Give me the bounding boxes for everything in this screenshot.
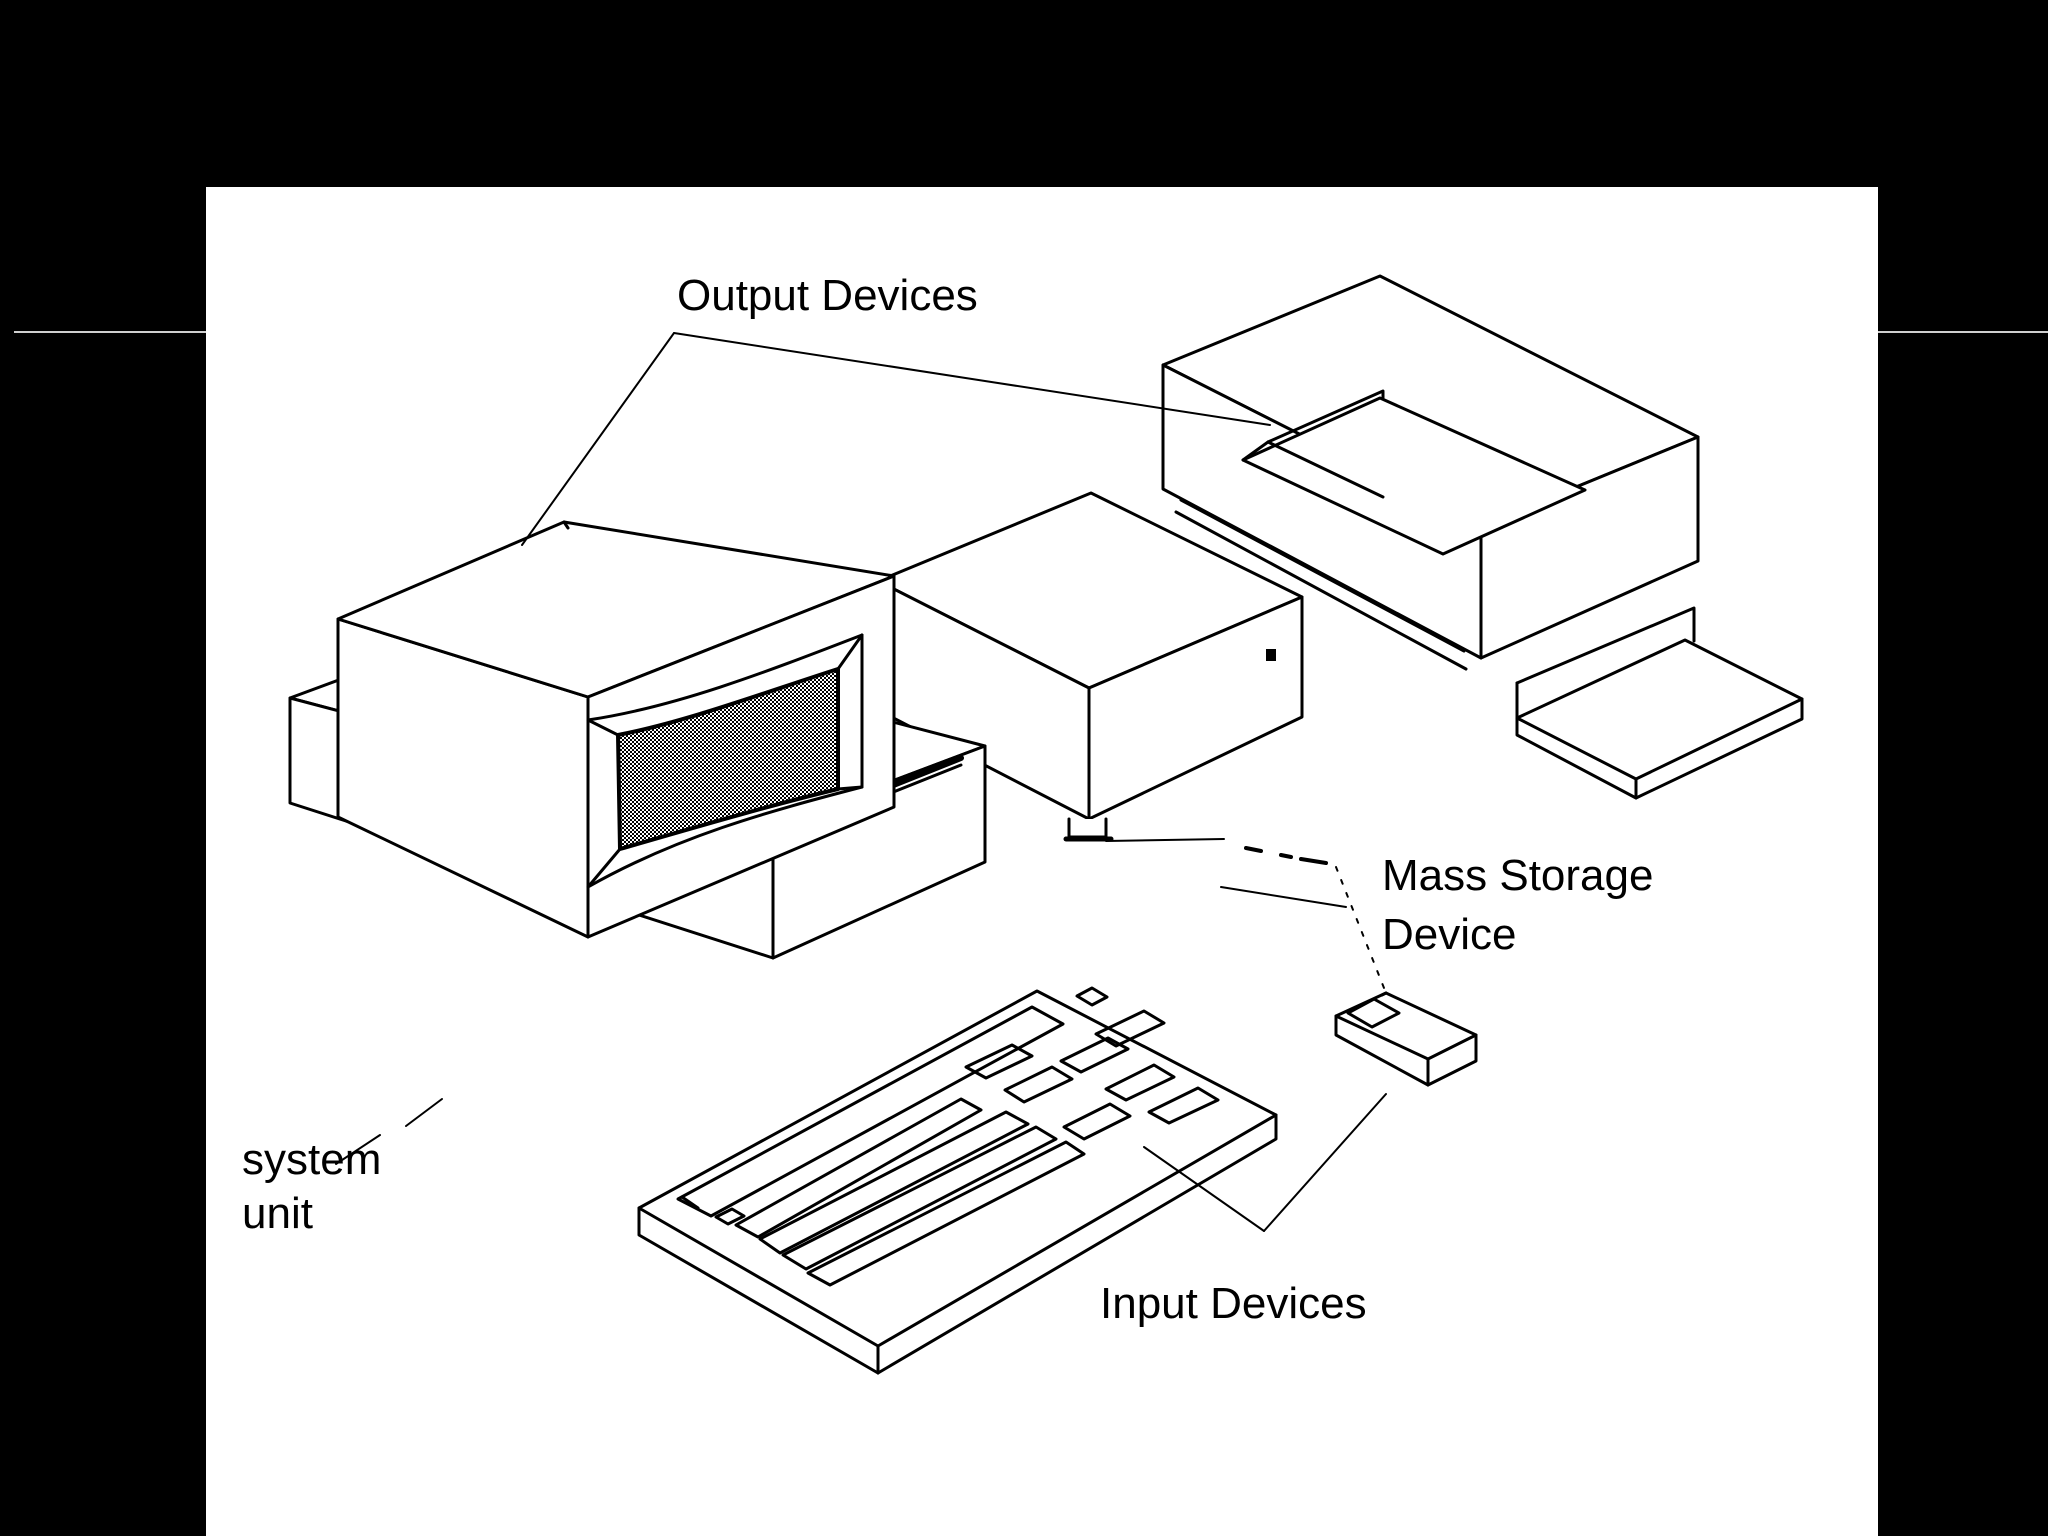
system-unit-label-line2: unit: [242, 1189, 313, 1238]
mass-storage-label-line2: Device: [1382, 910, 1517, 959]
divider-line-right: [1878, 331, 2048, 333]
system-unit-label-line1: system: [242, 1135, 382, 1184]
leader-output-monitor: [521, 332, 675, 546]
mass-storage-label-line1: Mass Storage: [1382, 851, 1654, 900]
leader-input-keyboard: [1143, 1146, 1265, 1232]
printer: [1161, 274, 1804, 800]
monitor: [336, 520, 896, 939]
input-devices-label: Input Devices: [1100, 1279, 1367, 1328]
leader-lines: [335, 332, 1387, 1232]
leader-input-mouse: [1263, 1093, 1387, 1232]
diagram-panel: Output Devices Mass Storage Device syste…: [206, 187, 1878, 1536]
leader-mass-storage: [1220, 886, 1347, 908]
leader-output-printer: [673, 332, 1271, 426]
output-devices-label: Output Devices: [677, 271, 978, 320]
mass-storage-drive: [876, 491, 1304, 842]
divider-line-left: [14, 331, 206, 333]
computer-system-diagram: [288, 274, 1804, 1375]
mouse: [1105, 838, 1478, 1087]
keyboard: [637, 986, 1278, 1375]
leader-system-unit: [335, 1134, 381, 1165]
